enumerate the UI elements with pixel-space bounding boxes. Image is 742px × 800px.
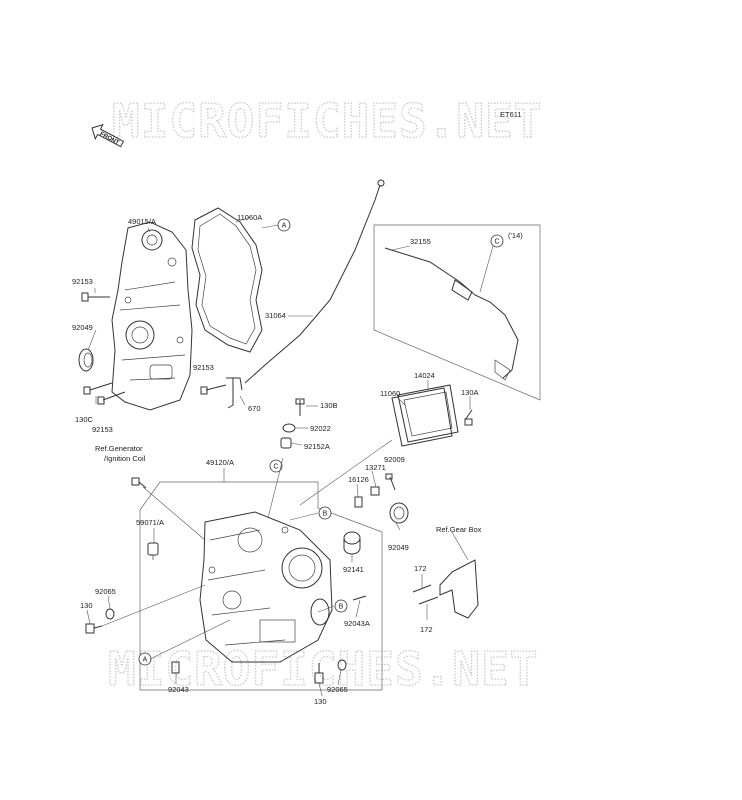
washer-92065-bottom [337,659,347,671]
label-130c: 130C [75,415,94,424]
label-16126: 16126 [348,475,369,484]
pin-16126 [354,496,363,508]
bolt-130c [83,382,113,395]
oil-seal-right [389,502,409,524]
bolt-130a [464,409,473,426]
watermark-top: MICROFICHES.NET [112,94,542,148]
svg-text:B: B [339,604,344,611]
label-92065-left: 92065 [95,587,116,596]
bolt-130b [295,398,305,416]
label-92141: 92141 [343,565,364,574]
year-box [373,224,541,401]
ref-generator-label: Ref.Generator [95,444,143,453]
gasket-11060a [191,207,263,353]
label-92043a: 92043A [344,619,370,628]
crankcase-box [139,481,383,691]
bolt-130-left [85,623,103,634]
bushing-92141 [343,531,361,555]
label-32155: 32155 [410,237,431,246]
year-note: ('14) [508,231,523,240]
label-92065-bottom: 92065 [327,685,348,694]
svg-text:A: A [282,223,287,230]
label-13271: 13271 [365,463,386,472]
diagram-id: ET611 [500,110,522,119]
cable-32155 [384,247,519,379]
gearbox-bracket [439,559,479,619]
bolt-92153-top [81,292,110,302]
svg-text:C: C [494,239,499,246]
label-92022: 92022 [310,424,331,433]
gear-case-cover [111,221,193,411]
label-130-left: 130 [80,601,93,610]
label-92049-right: 92049 [388,543,409,552]
link-670 [226,377,243,409]
label-49120a: 49120/A [206,458,234,467]
label-130-bottom: 130 [314,697,327,706]
bolt-ref-generator [131,477,147,489]
callout-c-mid [269,459,283,473]
label-92009: 92009 [384,455,405,464]
ref-ignition-label: /Ignition Coil [104,454,146,463]
dowel-92043a [352,595,367,601]
bolt-92009 [385,473,396,491]
callout-a-bot [138,652,152,666]
dowel-92043 [171,661,180,674]
stud-172-bot [418,596,439,605]
label-59071a: 59071/A [136,518,164,527]
label-92153-bot: 92153 [92,425,113,434]
washer-92022 [282,423,296,433]
label-14024: 14024 [414,371,435,380]
svg-text:C: C [273,464,278,471]
callout-c-top [490,234,504,248]
cover-14024 [397,384,459,443]
washer-92065-left [105,608,115,620]
label-11060: 11060 [380,389,400,398]
ref-gearbox-label: Ref.Gear Box [436,525,482,534]
label-172-bot: 172 [420,625,433,634]
label-11060a: 11060A [237,213,262,222]
label-130a: 130A [461,388,479,397]
plug-59071a [147,542,159,560]
bolt-92153-mid [200,384,227,395]
stud-172-top [412,584,432,593]
oil-seal-left [78,348,94,372]
leader-lines [86,216,471,697]
label-49015a: 49015/A [128,217,156,226]
crankcase-49120a [199,511,333,663]
label-670: 670 [248,404,261,413]
label-92043: 92043 [168,685,189,694]
svg-text:B: B [323,511,328,518]
rod-31064 [244,184,381,384]
label-92153-top: 92153 [72,277,93,286]
label-31064: 31064 [265,311,286,320]
label-92153-mid: 92153 [193,363,214,372]
callout-b-lower [334,599,348,613]
label-172-top: 172 [414,564,427,573]
bushing-13271 [370,486,380,496]
callout-b-upper [318,506,332,520]
svg-text:A: A [143,657,148,664]
bolt-92153-bot [97,391,126,405]
label-92152a: 92152A [304,442,330,451]
collar-92152a [280,437,292,449]
gasket-11060 [391,387,453,447]
label-130b: 130B [320,401,338,410]
label-92049-left: 92049 [72,323,93,332]
